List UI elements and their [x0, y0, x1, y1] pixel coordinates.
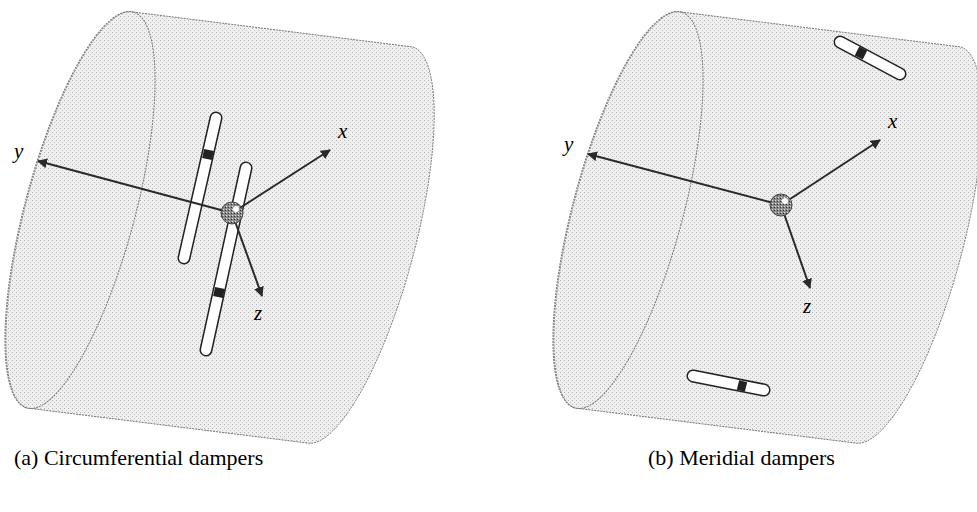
- cylinder-a: [0, 0, 434, 443]
- axis-label: y: [564, 133, 573, 156]
- axes-a: [38, 150, 330, 296]
- panel-caption: (b) Meridial dampers: [648, 446, 835, 470]
- panel-caption: (a) Circumferential dampers: [14, 446, 263, 470]
- axis-label: x: [338, 120, 347, 143]
- meridial-dampers: [693, 42, 900, 390]
- axis-label: y: [14, 140, 23, 163]
- circumferential-dampers: [184, 118, 246, 350]
- axis-label: z: [803, 295, 811, 318]
- cylinder-b: [522, 0, 977, 443]
- axes-b: [588, 140, 880, 288]
- axis-label: x: [888, 110, 897, 133]
- axis-label: z: [254, 302, 262, 325]
